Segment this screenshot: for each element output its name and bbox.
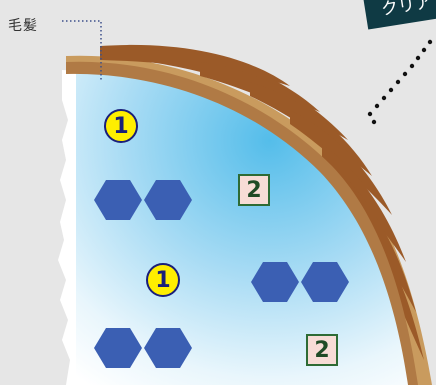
number-circle-1: 1	[146, 263, 180, 297]
hair-label: 毛髪	[8, 15, 38, 35]
number-circle-1: 1	[104, 109, 138, 143]
clear-label-leader	[368, 40, 432, 124]
number-square-2: 2	[238, 174, 270, 206]
number-square-2: 2	[306, 334, 338, 366]
